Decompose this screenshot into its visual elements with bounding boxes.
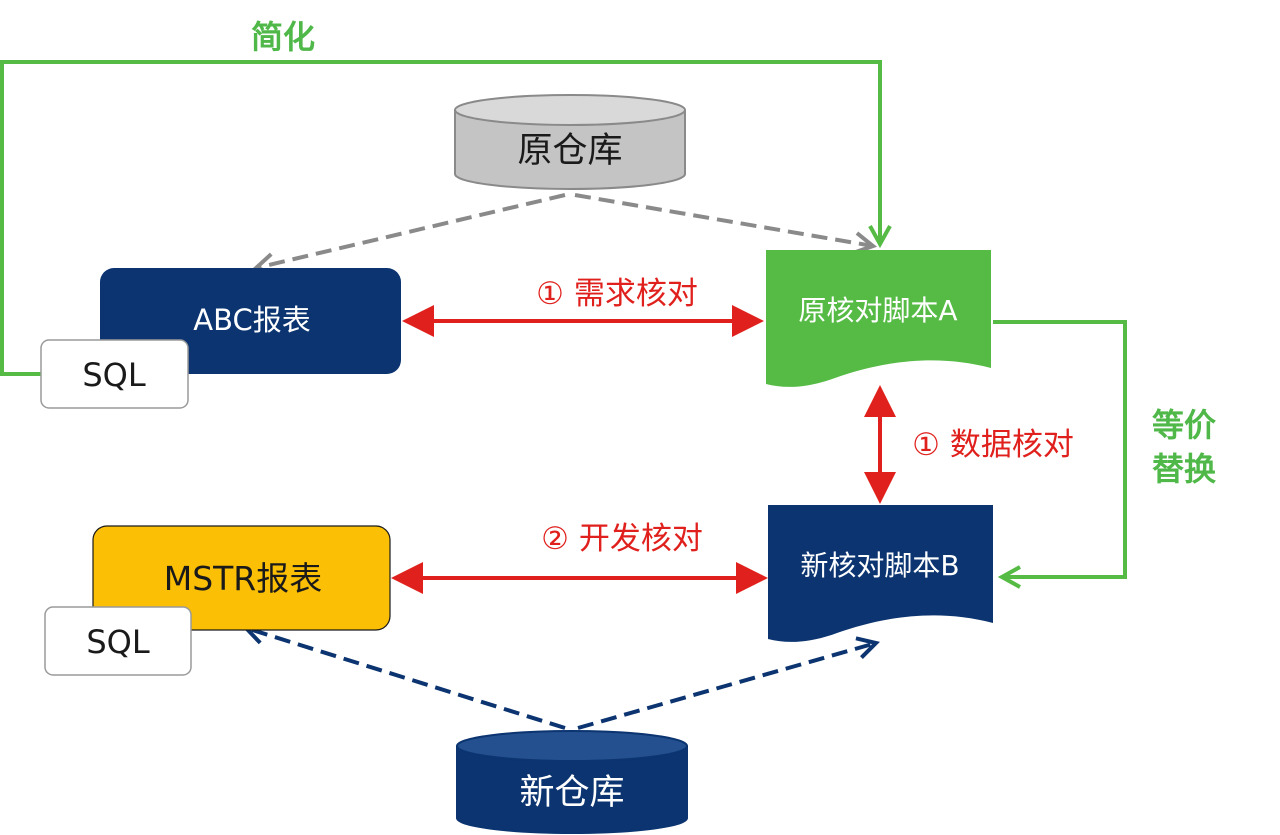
sql-box-bottom: SQL [44, 606, 192, 676]
sql-top-label: SQL [82, 356, 146, 394]
script-a-node: 原核对脚本A [766, 250, 991, 387]
old-warehouse-to-script-a-arrow [574, 193, 873, 246]
new-warehouse-to-mstr-arrow [246, 628, 566, 730]
abc-report-label: ABC报表 [193, 303, 310, 337]
new-warehouse-node: 新仓库 [456, 730, 688, 834]
development-check-label: ② 开发核对 [541, 521, 703, 557]
old-warehouse-label: 原仓库 [517, 131, 622, 171]
script-b-label: 新核对脚本B [800, 549, 959, 582]
mstr-report-node: MSTR报表 [92, 525, 391, 631]
old-warehouse-to-abc-arrow [256, 193, 566, 268]
equivalent-label-line2: 替换 [1152, 450, 1216, 488]
requirement-check-label: ① 需求核对 [536, 276, 698, 312]
simplify-label: 简化 [251, 18, 315, 56]
sql-box-top: SQL [40, 339, 189, 409]
mstr-report-label: MSTR报表 [164, 559, 323, 598]
sql-bottom-label: SQL [86, 623, 150, 661]
new-warehouse-to-script-b-arrow [577, 643, 876, 730]
new-warehouse-label: 新仓库 [519, 773, 624, 813]
equivalent-label-line1: 等价 [1152, 406, 1216, 444]
equivalent-replace-arrow [993, 320, 1127, 577]
data-check-label: ① 数据核对 [912, 427, 1074, 463]
script-b-node: 新核对脚本B [768, 505, 993, 642]
old-warehouse-node: 原仓库 [454, 94, 686, 190]
simplify-arrow [0, 60, 880, 376]
script-a-label: 原核对脚本A [798, 294, 957, 327]
